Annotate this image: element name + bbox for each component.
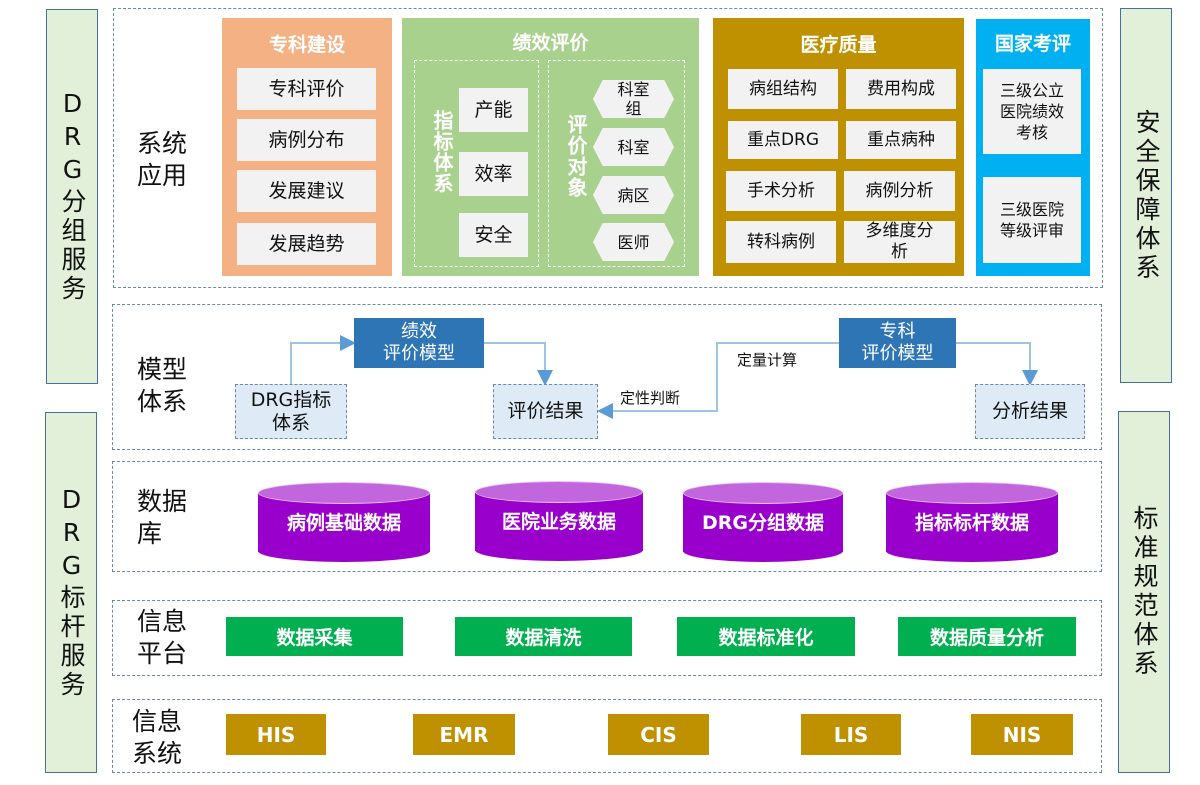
drg-grouping-service-panel: DRG分组服务 (46, 9, 98, 384)
database-cylinder[interactable]: DRG分组数据 (683, 482, 843, 562)
model-layer-label: 模型 体系 (137, 355, 188, 416)
database-cylinder[interactable]: 病例基础数据 (258, 482, 430, 562)
quality-item[interactable]: 转科病例 (726, 221, 836, 263)
evaluation-target-item[interactable]: 科室 (593, 128, 674, 166)
database-label: DRG分组数据 (702, 512, 824, 534)
performance-evaluation-model[interactable]: 绩效 评价模型 (354, 318, 484, 368)
quality-item[interactable]: 病组结构 (728, 69, 838, 109)
cylinder-top (683, 482, 843, 504)
drg-benchmark-service-label: DRG标杆服务 (57, 485, 86, 700)
evaluation-result[interactable]: 评价结果 (493, 384, 598, 439)
evaluation-target-item[interactable]: 病区 (593, 176, 674, 214)
evaluation-target-item[interactable]: 科室 组 (593, 80, 674, 118)
drg-indicator-system[interactable]: DRG指标 体系 (235, 384, 347, 439)
application-layer-label: 系统 应用 (137, 129, 188, 190)
platform-item[interactable]: 数据清洗 (455, 617, 632, 656)
drg-grouping-service-label: DRG分组服务 (58, 89, 87, 304)
qualitative-judgment-label: 定性判断 (620, 389, 681, 407)
platform-item[interactable]: 数据标准化 (677, 617, 855, 656)
quality-item[interactable]: 多维度分 析 (844, 221, 955, 263)
indicator-item[interactable]: 产能 (459, 88, 528, 132)
database-layer (112, 461, 1102, 572)
platform-item[interactable]: 数据采集 (226, 617, 403, 656)
database-label: 病例基础数据 (286, 512, 401, 534)
performance-evaluation-title: 绩效评价 (512, 32, 589, 54)
system-item[interactable]: LIS (801, 714, 901, 755)
application-layer (113, 8, 1103, 288)
analysis-result[interactable]: 分析结果 (975, 384, 1085, 439)
specialty-construction-panel: 专科建设 专科评价 病例分布 发展建议 发展趋势 (222, 18, 392, 276)
performance-evaluation-panel: 绩效评价 指标体系 产能 效率 安全 评价对象 科室 组 科室 病区 医师 (402, 18, 699, 276)
model-layer (112, 304, 1102, 450)
system-item[interactable]: NIS (971, 714, 1073, 755)
security-system-label: 安全保障体系 (1132, 108, 1161, 283)
cylinder-top (886, 482, 1058, 504)
quality-item[interactable]: 手术分析 (726, 171, 836, 211)
standards-system-panel: 标准规范体系 (1118, 411, 1170, 773)
specialty-item[interactable]: 发展趋势 (237, 223, 376, 265)
cylinder-top (258, 482, 430, 504)
specialty-item[interactable]: 发展建议 (237, 170, 376, 212)
national-assessment-title: 国家考评 (994, 33, 1071, 55)
quality-item[interactable]: 重点病种 (846, 121, 956, 159)
platform-layer (112, 600, 1102, 676)
cylinder-top (475, 481, 643, 503)
database-layer-label: 数据 库 (137, 487, 188, 548)
quality-item[interactable]: 费用构成 (846, 69, 956, 109)
indicator-system-title: 指标体系 (430, 110, 454, 194)
platform-item[interactable]: 数据质量分析 (898, 617, 1076, 656)
national-assessment-panel: 国家考评 三级公立 医院绩效 考核 三级医院 等级评审 (976, 19, 1090, 276)
system-item[interactable]: EMR (413, 714, 515, 755)
evaluation-target-group (548, 60, 685, 267)
system-item[interactable]: CIS (608, 714, 709, 755)
national-assessment-item[interactable]: 三级医院 等级评审 (983, 177, 1081, 263)
evaluation-target-title: 评价对象 (564, 114, 588, 198)
indicator-item[interactable]: 效率 (459, 152, 528, 196)
specialty-construction-title: 专科建设 (268, 34, 345, 56)
indicator-item[interactable]: 安全 (459, 213, 528, 257)
quality-item[interactable]: 重点DRG (728, 121, 838, 159)
database-label: 指标标杆数据 (914, 512, 1029, 534)
quantitative-calculation-label: 定量计算 (737, 351, 798, 369)
database-label: 医院业务数据 (501, 511, 616, 533)
drg-benchmark-service-panel: DRG标杆服务 (45, 412, 97, 773)
medical-quality-title: 医疗质量 (800, 34, 877, 56)
security-system-panel: 安全保障体系 (1120, 8, 1172, 383)
quality-item[interactable]: 病例分析 (844, 171, 955, 211)
system-item[interactable]: HIS (226, 714, 326, 755)
specialty-item[interactable]: 专科评价 (237, 68, 376, 110)
medical-quality-panel: 医疗质量 病组结构 费用构成 重点DRG 重点病种 手术分析 病例分析 转科病例… (713, 18, 964, 276)
systems-layer-label: 信息 系统 (132, 707, 183, 768)
indicator-system-group (414, 60, 539, 267)
specialty-item[interactable]: 病例分布 (237, 119, 376, 161)
database-cylinder[interactable]: 指标标杆数据 (886, 482, 1058, 562)
platform-layer-label: 信息 平台 (137, 607, 188, 668)
evaluation-target-item[interactable]: 医师 (593, 223, 674, 261)
national-assessment-item[interactable]: 三级公立 医院绩效 考核 (983, 69, 1081, 154)
standards-system-label: 标准规范体系 (1130, 505, 1159, 679)
systems-layer (112, 699, 1102, 773)
database-cylinder[interactable]: 医院业务数据 (475, 481, 643, 561)
specialty-evaluation-model[interactable]: 专科 评价模型 (839, 318, 956, 368)
